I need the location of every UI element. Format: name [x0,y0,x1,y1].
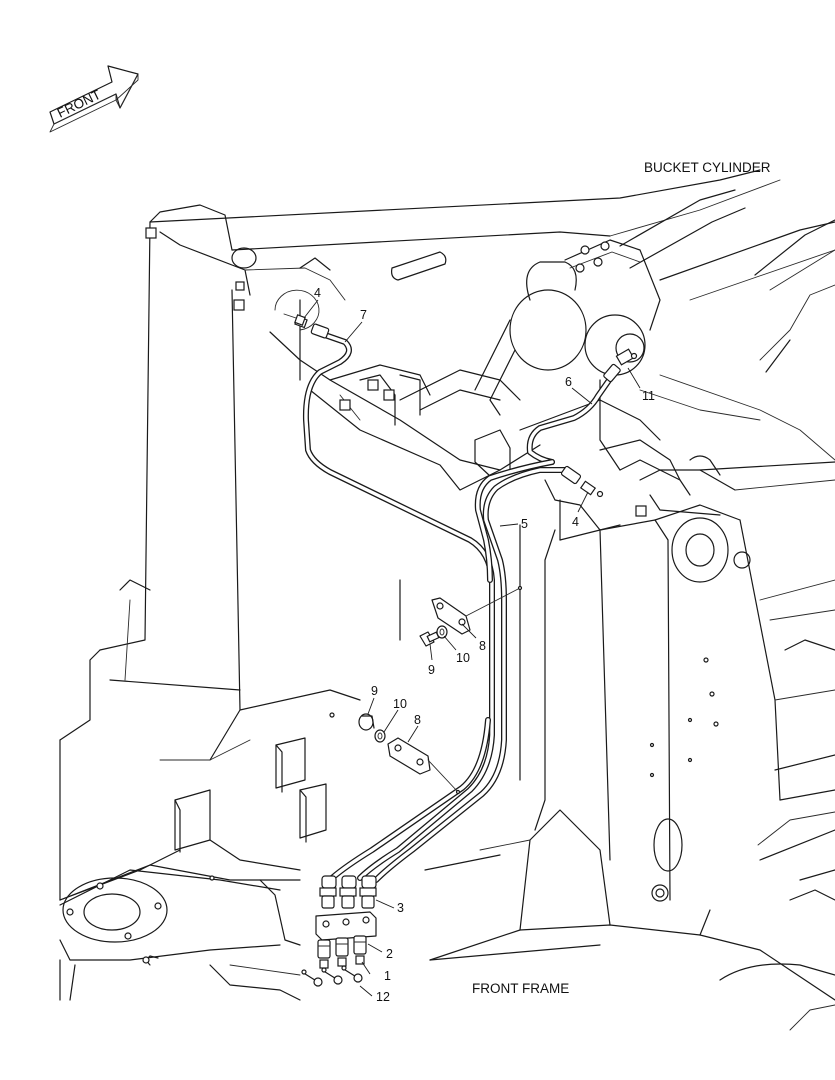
caps-12 [301,965,363,987]
callout-9-lower: 9 [371,684,378,698]
callout-10-upper: 10 [456,651,470,665]
leader-lines [303,299,641,997]
callout-11: 11 [642,389,655,403]
hose-end-fittings-3 [319,875,377,909]
hose-fitting-upper-left [283,313,330,339]
hose-line-6 [526,373,615,465]
front-label: FRONT [55,87,103,121]
hose-fitting-right-lower [560,465,604,498]
washer-10-lower [374,729,386,743]
hose-line-5 [373,467,569,883]
callout-4-lower: 4 [572,515,579,529]
callout-3: 3 [397,901,404,915]
callout-6: 6 [565,375,572,389]
callout-1: 1 [384,969,391,983]
callouts: 4 7 6 11 4 5 8 9 10 9 10 8 3 2 1 12 [314,286,655,1004]
callout-2: 2 [386,947,393,961]
front-direction-arrow-icon: FRONT [49,65,139,133]
clamp-8-upper [431,585,523,635]
grease-nipples-1 [319,955,365,969]
bucket-cylinder-caption: BUCKET CYLINDER [644,160,771,175]
grease-fitting-4-upper [294,314,306,326]
hose-fitting-right-upper [603,348,638,383]
callout-8-upper: 8 [479,639,486,653]
bolt-9-lower [358,713,375,731]
callout-8-lower: 8 [414,713,421,727]
loader-structure [59,169,835,1031]
callout-9-upper: 9 [428,663,435,677]
mounting-plate [315,911,377,941]
adapter-fittings-2 [317,935,367,959]
callout-5: 5 [521,517,528,531]
clamp-8-lower [387,737,461,795]
callout-10-lower: 10 [393,697,407,711]
front-frame-caption: FRONT FRAME [472,981,569,996]
callout-12: 12 [376,990,390,1004]
bolt-9-upper [419,631,440,647]
callout-7: 7 [360,308,367,322]
callout-4-upper: 4 [314,286,321,300]
hose-line-7 [302,331,495,881]
hose-line-center [329,459,555,881]
washer-10-upper [436,625,448,639]
